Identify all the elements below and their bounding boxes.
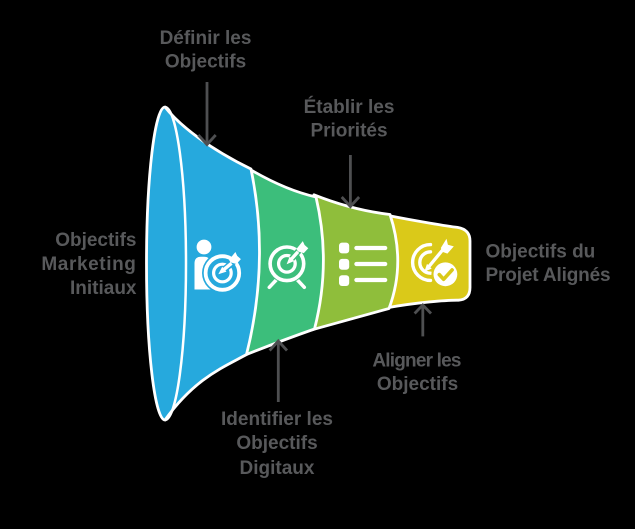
svg-text:Définir les: Définir les <box>160 28 252 49</box>
svg-text:Projet Alignés: Projet Alignés <box>486 265 611 286</box>
svg-text:Digitaux: Digitaux <box>240 458 315 479</box>
svg-text:Marketing: Marketing <box>41 254 136 275</box>
svg-text:Établir les: Établir les <box>304 96 395 118</box>
svg-text:Objectifs: Objectifs <box>55 230 136 251</box>
svg-text:Objectifs: Objectifs <box>377 374 458 395</box>
svg-text:Initiaux: Initiaux <box>70 278 137 299</box>
svg-text:Priorités: Priorités <box>310 121 387 142</box>
svg-text:Objectifs du: Objectifs du <box>486 242 596 263</box>
svg-text:Objectifs: Objectifs <box>236 433 317 454</box>
svg-text:Identifier les: Identifier les <box>221 409 333 430</box>
svg-text:Aligner les: Aligner les <box>372 350 461 371</box>
svg-text:Objectifs: Objectifs <box>165 52 246 73</box>
